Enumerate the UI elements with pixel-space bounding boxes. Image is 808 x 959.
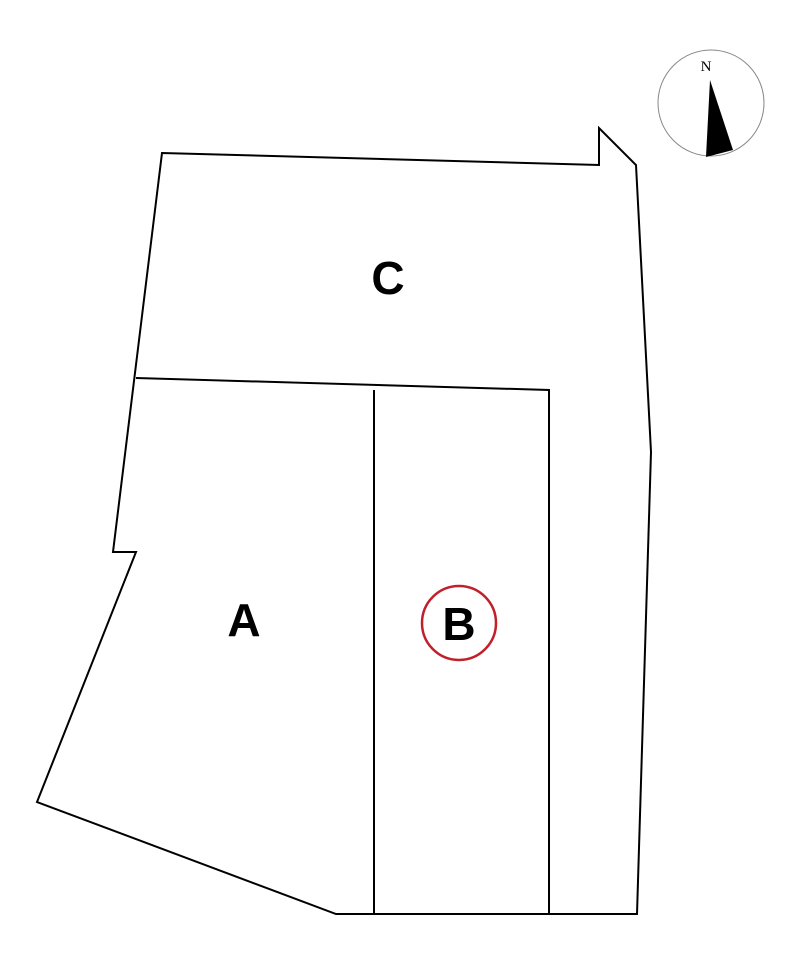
lot-label-c: C [371,252,404,304]
boundary-c-ab [135,377,550,914]
lot-label-a: A [227,594,260,646]
north-label: N [701,59,712,75]
property-boundary [35,125,653,915]
lot-b-highlight-circle [420,584,498,662]
north-compass: N [657,49,765,157]
north-arrow-icon [706,80,733,157]
lot-label-b: B [442,598,475,650]
